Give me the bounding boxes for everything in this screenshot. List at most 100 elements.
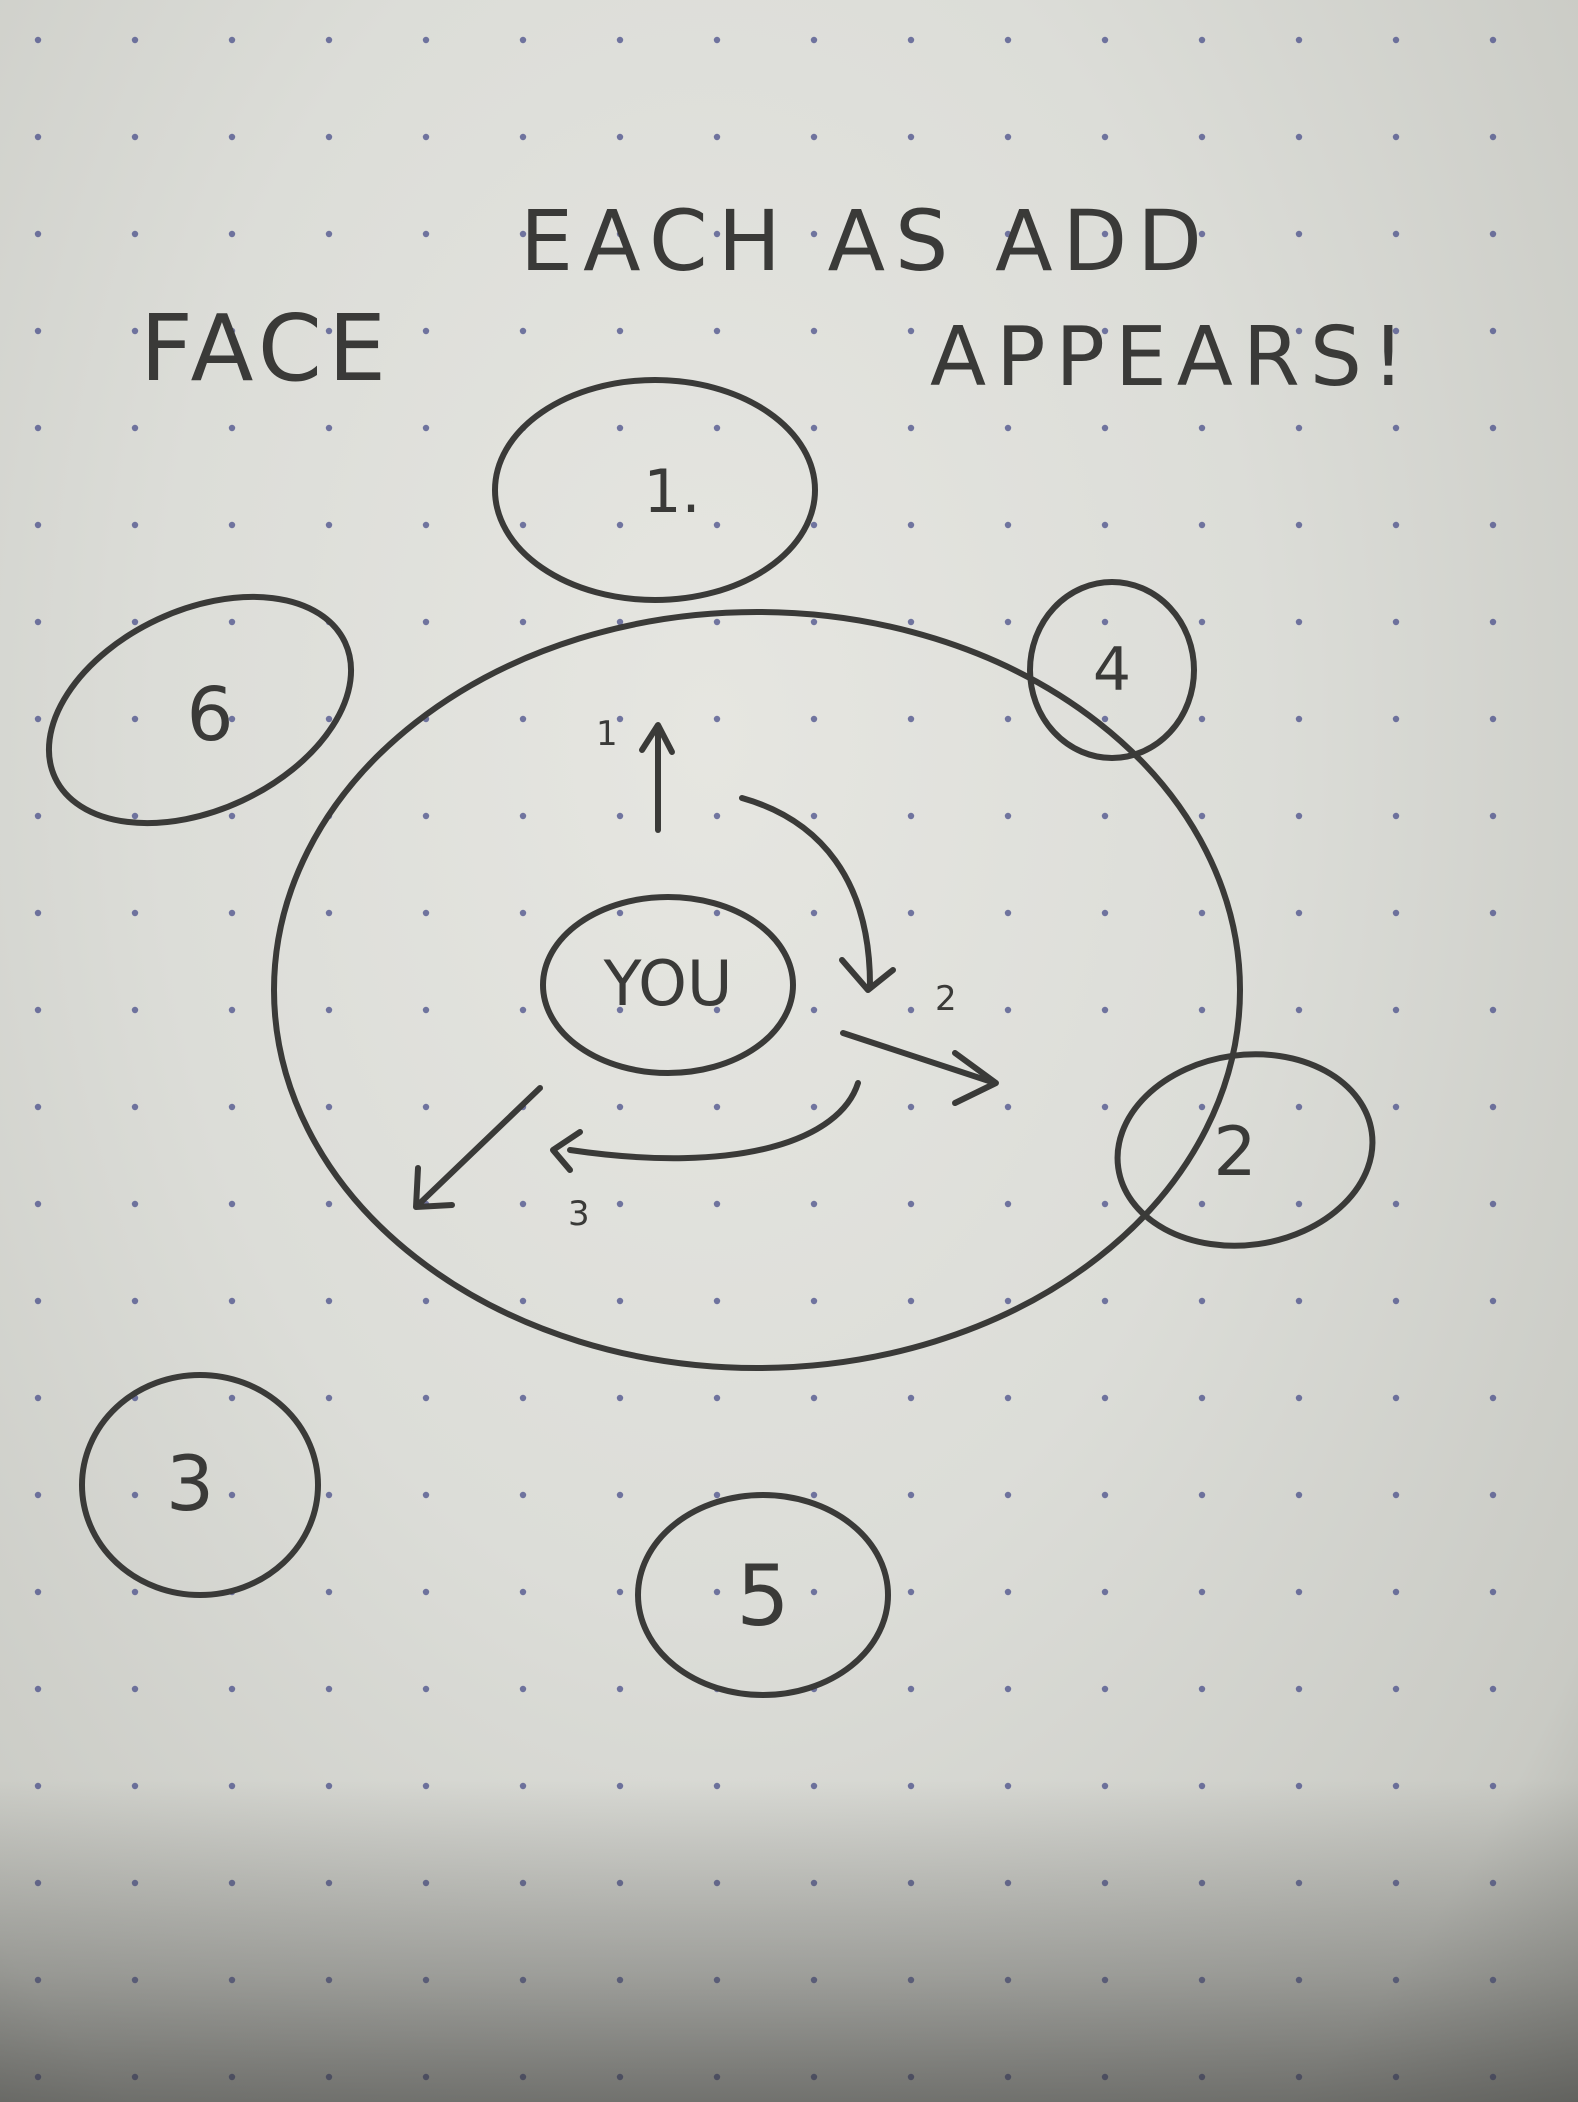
- grid-dot: [1392, 909, 1400, 917]
- grid-dot: [131, 1103, 139, 1111]
- grid-dot: [1489, 618, 1497, 626]
- grid-dot: [422, 1394, 430, 1402]
- grid-dot: [422, 618, 430, 626]
- grid-dot: [422, 1297, 430, 1305]
- grid-dot: [131, 424, 139, 432]
- grid-dot: [1004, 1588, 1012, 1596]
- grid-dot: [325, 1394, 333, 1402]
- grid-dot: [1489, 327, 1497, 335]
- grid-dot: [34, 1491, 42, 1499]
- grid-dot: [616, 36, 624, 44]
- grid-dot: [616, 424, 624, 432]
- grid-dot: [713, 1200, 721, 1208]
- grid-dot: [907, 1103, 915, 1111]
- grid-dot: [34, 327, 42, 335]
- grid-dot: [810, 424, 818, 432]
- grid-dot: [422, 1491, 430, 1499]
- grid-dot: [34, 618, 42, 626]
- grid-dot: [810, 1297, 818, 1305]
- grid-dot: [1101, 230, 1109, 238]
- position-4-label: 4: [1093, 635, 1131, 705]
- grid-dot: [422, 424, 430, 432]
- arrow-curve-to-3: [550, 1080, 861, 1173]
- grid-dot: [1101, 36, 1109, 44]
- grid-dot: [1198, 521, 1206, 529]
- grid-dot: [1198, 424, 1206, 432]
- grid-dot: [713, 1006, 721, 1014]
- grid-dot: [1392, 1394, 1400, 1402]
- grid-dot: [34, 1297, 42, 1305]
- grid-dot: [713, 424, 721, 432]
- grid-dot: [1004, 521, 1012, 529]
- position-5-label: 5: [736, 1547, 789, 1645]
- grid-dot: [422, 1006, 430, 1014]
- grid-dot: [1101, 1297, 1109, 1305]
- grid-dot: [1489, 1103, 1497, 1111]
- grid-dot: [616, 1394, 624, 1402]
- grid-dot: [34, 1006, 42, 1014]
- arrow-1-number: 1: [596, 714, 618, 754]
- grid-dot: [519, 909, 527, 917]
- grid-dot: [907, 1006, 915, 1014]
- grid-dot: [519, 715, 527, 723]
- grid-dot: [325, 1297, 333, 1305]
- grid-dot: [907, 1200, 915, 1208]
- grid-dot: [519, 812, 527, 820]
- position-3-circle: [79, 1372, 321, 1598]
- grid-dot: [34, 424, 42, 432]
- grid-dot: [228, 1685, 236, 1693]
- grid-dot: [616, 133, 624, 141]
- grid-dot: [1295, 909, 1303, 917]
- grid-dot: [1489, 1297, 1497, 1305]
- grid-dot: [1101, 909, 1109, 917]
- grid-dot: [1004, 1006, 1012, 1014]
- grid-dot: [907, 812, 915, 820]
- grid-dot: [228, 909, 236, 917]
- grid-dot: [34, 909, 42, 917]
- grid-dot: [1198, 812, 1206, 820]
- grid-dot: [713, 909, 721, 917]
- grid-dot: [325, 1103, 333, 1111]
- grid-dot: [810, 230, 818, 238]
- grid-dot: [325, 1588, 333, 1596]
- grid-dot: [810, 1491, 818, 1499]
- grid-dot: [713, 521, 721, 529]
- grid-dot: [616, 521, 624, 529]
- grid-dot: [713, 618, 721, 626]
- grid-dot: [1295, 424, 1303, 432]
- grid-dot: [422, 327, 430, 335]
- grid-dot: [1004, 1103, 1012, 1111]
- grid-dot: [228, 1200, 236, 1208]
- grid-dot: [1004, 1200, 1012, 1208]
- grid-dot: [131, 36, 139, 44]
- grid-dot: [1101, 1103, 1109, 1111]
- grid-dot: [810, 618, 818, 626]
- grid-dot: [713, 327, 721, 335]
- arrow-3-number: 3: [568, 1194, 590, 1234]
- grid-dot: [713, 1588, 721, 1596]
- grid-dot: [519, 36, 527, 44]
- grid-dot: [1101, 1491, 1109, 1499]
- grid-dot: [325, 1200, 333, 1208]
- grid-dot: [1198, 1103, 1206, 1111]
- grid-dot: [1198, 1200, 1206, 1208]
- grid-dot: [131, 812, 139, 820]
- grid-dot: [907, 1394, 915, 1402]
- grid-dot: [131, 521, 139, 529]
- grid-dot: [1198, 1394, 1206, 1402]
- grid-dot: [325, 424, 333, 432]
- grid-dot: [1004, 327, 1012, 335]
- grid-dot: [1004, 812, 1012, 820]
- grid-dot: [907, 133, 915, 141]
- grid-dot: [713, 1103, 721, 1111]
- grid-dot: [810, 327, 818, 335]
- grid-dot: [34, 1685, 42, 1693]
- zone-circle: [271, 609, 1243, 1371]
- grid-dot: [1295, 327, 1303, 335]
- grid-dot: [1101, 1685, 1109, 1693]
- grid-dot: [1101, 133, 1109, 141]
- grid-dot: [810, 715, 818, 723]
- grid-dot: [907, 715, 915, 723]
- grid-dot: [422, 133, 430, 141]
